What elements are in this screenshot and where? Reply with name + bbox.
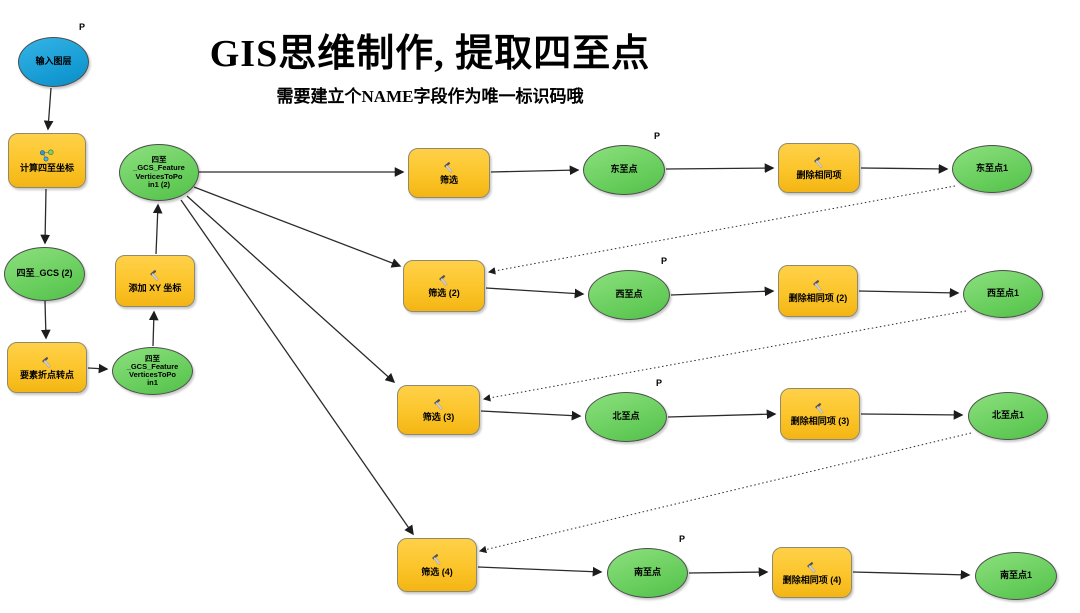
node-label: 计算四至坐标 [19,162,74,173]
node-label: 四至_GCS (2) [16,268,73,279]
node-south-point[interactable]: 南至点 [607,548,688,598]
wire-filter-to-west [485,287,585,299]
wire-gcs2-to-vertex [40,300,51,340]
wire-vertex-to-poin1 [87,363,109,374]
node-north-point[interactable]: 北至点 [585,392,667,442]
tool-filter-west[interactable]: 筛选 (2) [403,260,485,312]
node-east-point[interactable]: 东至点 [583,145,665,195]
tool-dedup-west[interactable]: 删除相同项 (2) [778,265,858,317]
wire-hub-to-filter-south [180,199,414,536]
node-poin1-2-hub[interactable]: 四至 _GCS_Feature VerticesToPo in1 (2) [119,144,199,201]
tool-dedup-south[interactable]: 删除相同项 (4) [772,547,852,598]
tool-filter-south[interactable]: 筛选 (4) [397,538,477,592]
node-south-point1[interactable]: 南至点1 [975,552,1057,600]
precondition-north1-to-filter-south [478,432,972,554]
wire-addxy-to-hub [152,203,163,255]
wire-west-to-dedup [670,286,775,297]
tool-filter-north[interactable]: 筛选 (3) [397,385,480,435]
node-label: 北至点1 [991,410,1024,421]
tool-add-xy[interactable]: 添加 XY 坐标 [115,255,195,307]
parameter-flag-north-point: P [656,378,663,388]
node-label: 删除相同项 (2) [788,293,848,304]
wire-hub-to-filter-west [193,186,402,268]
node-label: 筛选 (3) [422,412,455,423]
node-poin1[interactable]: 四至 _GCS_Feature VerticesToPo in1 [112,347,193,395]
node-label: 筛选 (2) [428,288,460,299]
precondition-west1-to-filter-north [482,310,967,402]
node-label: 要素折点转点 [19,369,74,380]
hammer-icon [812,156,826,169]
wire-input-to-calc [43,87,54,131]
node-label: 四至 _GCS_Feature VerticesToPo in1 [126,353,179,388]
node-label: 东至点 [610,164,638,175]
node-label: 筛选 [439,175,458,186]
wire-dedup-to-east1 [860,164,949,174]
node-west-point[interactable]: 西至点 [588,270,670,320]
node-label: 西至点1 [986,288,1019,299]
wire-east-to-dedup [665,163,775,173]
wire-north-to-dedup [667,409,777,420]
tool-calc-extent[interactable]: 计算四至坐标 [8,133,86,188]
node-label: 删除相同项 (4) [782,574,842,585]
submodel-icon [39,149,55,162]
node-label: 四至 _GCS_Feature VerticesToPo in1 (2) [133,155,185,189]
node-label: 删除相同项 (3) [790,416,850,427]
hammer-icon [432,398,446,411]
wire-hub-to-filter-north [186,195,396,383]
parameter-flag-south-point: P [679,534,686,544]
parameter-flag-west-point: P [661,256,668,266]
tool-dedup-north[interactable]: 删除相同项 (3) [780,388,860,440]
node-label: 筛选 (4) [421,567,453,578]
node-north-point1[interactable]: 北至点1 [968,392,1048,440]
page-title: GIS思维制作, 提取四至点 [209,33,651,75]
wire-filter-to-south [477,566,603,577]
wire-calc-to-gcs2 [40,188,51,245]
node-east-point1[interactable]: 东至点1 [952,145,1032,193]
node-west-point1[interactable]: 西至点1 [963,270,1043,318]
node-label: 东至点1 [975,163,1008,174]
hammer-icon [811,279,825,292]
hammer-icon [430,553,444,566]
wire-filter-to-east [490,165,580,176]
wire-poin1-to-addxy [148,310,159,347]
precondition-east1-to-filter-west [487,185,956,275]
node-label: 南至点1 [999,570,1032,581]
tool-vertices-to-points[interactable]: 要素折点转点 [7,342,87,393]
hammer-icon [40,356,54,369]
wire-south-to-dedup [688,567,769,577]
node-label: 西至点 [615,289,643,300]
node-label: 删除相同项 [796,170,842,181]
tool-filter-east[interactable]: 筛选 [408,148,490,198]
hammer-icon [437,274,451,287]
hammer-icon [813,402,827,415]
hammer-icon [805,561,819,574]
node-label: 输入图层 [35,56,72,67]
node-input-layer[interactable]: 输入图层 [18,37,89,87]
wire-dedup-to-west1 [858,287,960,298]
hammer-icon [442,161,456,174]
wire-dedup-to-north1 [860,410,964,420]
node-label: 北至点 [612,411,640,422]
parameter-flag-input-layer: P [79,22,86,32]
page-subtitle: 需要建立个NAME字段作为唯一标识码哦 [276,87,584,106]
wire-dedup-to-south1 [852,569,971,580]
parameter-flag-east-point: P [654,131,661,141]
node-label: 南至点 [633,567,661,578]
node-extent-gcs2[interactable]: 四至_GCS (2) [4,247,85,301]
tool-dedup-east[interactable]: 删除相同项 [778,143,860,193]
node-label: 添加 XY 坐标 [128,283,182,294]
hammer-icon [148,269,162,282]
wire-filter-to-north [480,410,582,421]
